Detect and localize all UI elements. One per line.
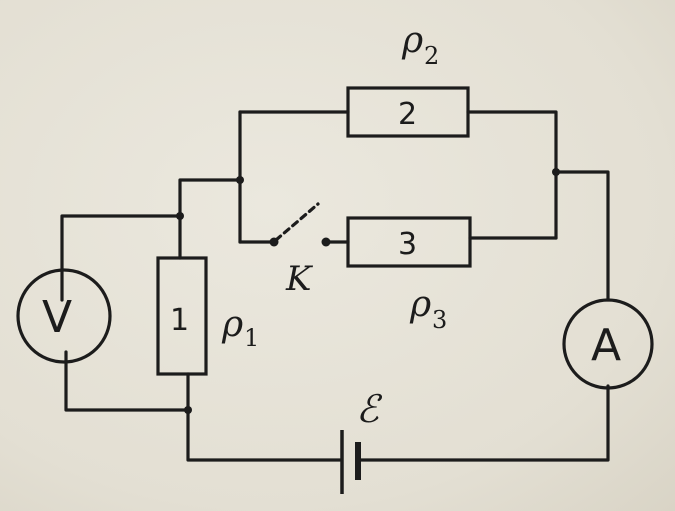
- resistor-2: [346, 86, 470, 138]
- voltmeter: [16, 268, 112, 364]
- wire-bottom-left: [186, 372, 342, 462]
- wire-branch-upper-right: [466, 110, 558, 240]
- junction-dot: [552, 168, 560, 176]
- switch-contact-right: [321, 237, 331, 247]
- switch-label: K: [285, 259, 314, 299]
- junction-dot: [176, 212, 184, 220]
- resistor-2-label: 2: [398, 97, 417, 132]
- switch-lever: [274, 202, 320, 242]
- wire-voltmeter-bottom: [64, 350, 190, 412]
- rho-2-label: ρ: [401, 20, 423, 61]
- resistor-3-label: 3: [398, 227, 417, 262]
- junction-dot: [184, 406, 192, 414]
- wire-top-left: [60, 178, 242, 302]
- ammeter-label: A: [591, 320, 621, 371]
- ammeter: [562, 298, 654, 390]
- resistor-1-label: 1: [170, 303, 189, 338]
- resistor-1: [156, 256, 208, 376]
- junction-dot: [236, 176, 244, 184]
- wire-right-bottom: [358, 384, 610, 462]
- rho-1-subscript: 1: [244, 324, 259, 352]
- rho-2-subscript: 2: [424, 42, 439, 70]
- wire-right-top: [554, 170, 610, 302]
- rho-1-label: ρ: [221, 304, 243, 345]
- resistor-3: [346, 216, 472, 268]
- rho-3-label: ρ: [409, 284, 431, 325]
- emf-label: ℰ: [356, 387, 383, 431]
- voltmeter-label: V: [42, 292, 72, 343]
- rho-3-subscript: 3: [432, 306, 447, 334]
